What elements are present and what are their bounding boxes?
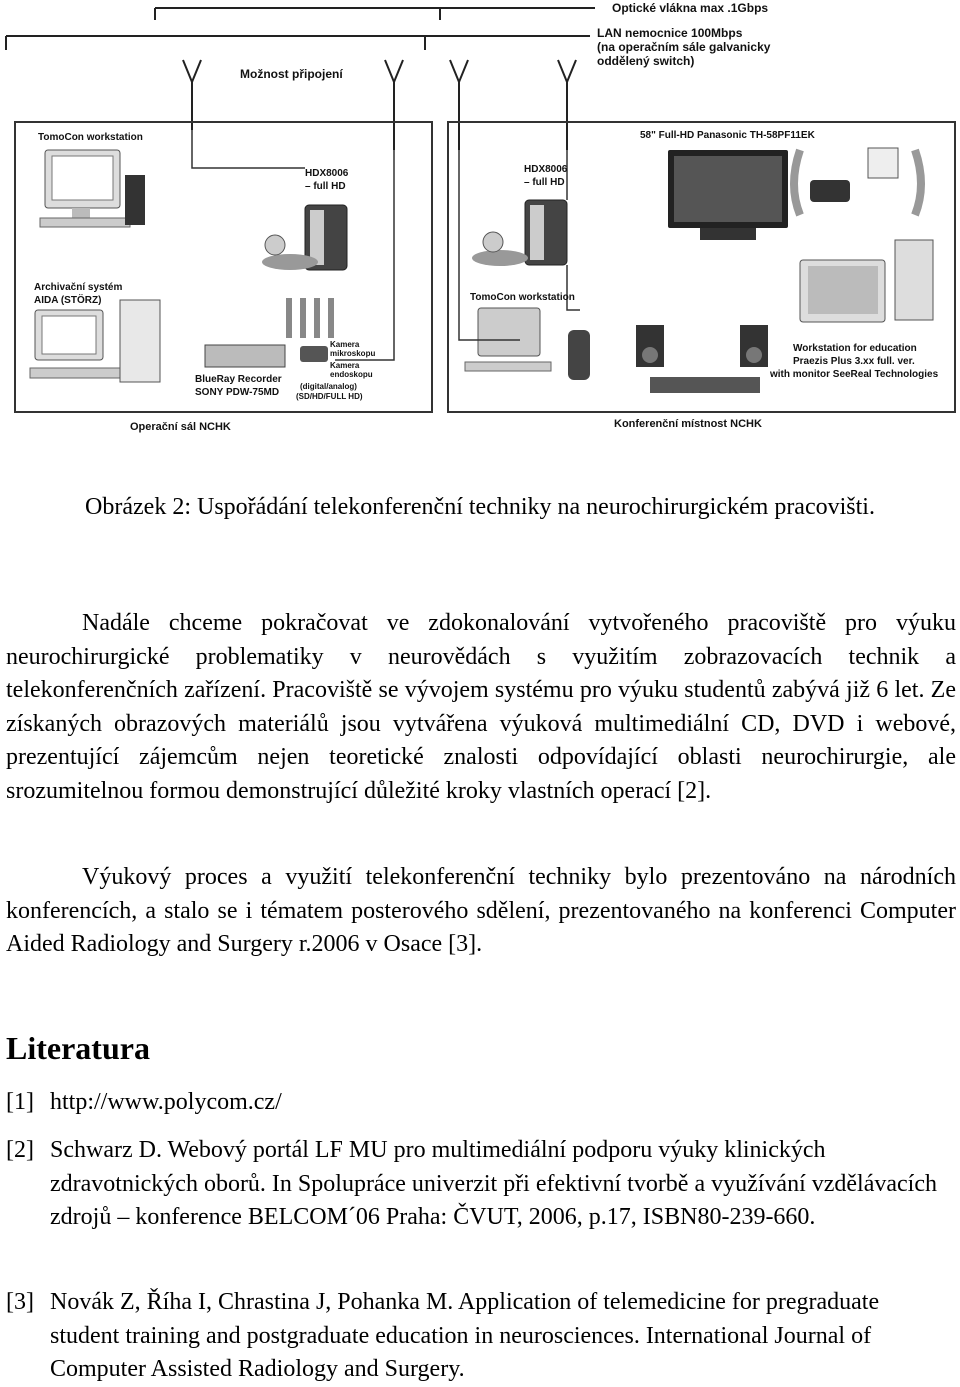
label-tomocon-right: TomoCon workstation (470, 292, 575, 303)
label-mistnost: Konferenční místnost NCHK (614, 418, 762, 430)
reference-text: Novák Z, Říha I, Chrastina J, Pohanka M.… (50, 1289, 880, 1382)
reference-number: [2] (6, 1137, 34, 1163)
label-lan-2: (na operačním sále galvanicky (597, 40, 771, 54)
label-kamera-m-1: Kamera (330, 340, 360, 349)
reference-item-3: [3] Novák Z, Říha I, Chrastina J, Pohank… (6, 1286, 946, 1387)
network-lines (5, 7, 595, 150)
paragraph-2: Výukový proces a využití telekonferenční… (6, 864, 956, 957)
devices-right (464, 147, 934, 393)
label-panasonic: 58" Full-HD Panasonic TH-58PF11EK (640, 130, 816, 141)
label-archiv-2: AIDA (STÖRZ) (34, 293, 101, 306)
reference-item-2: [2] Schwarz D. Webový portál LF MU pro m… (6, 1134, 946, 1235)
label-lan-1: LAN nemocnice 100Mbps (597, 26, 743, 40)
reference-text: Schwarz D. Webový portál LF MU pro multi… (50, 1137, 938, 1230)
label-edu-2: Praezis Plus 3.xx full. ver. (793, 356, 915, 367)
label-kamera-m-2: mikroskopu (330, 349, 375, 358)
label-digital-2: (SD/HD/FULL HD) (296, 392, 363, 401)
reference-text: http://www.polycom.cz/ (50, 1089, 282, 1115)
label-edu-3: with monitor SeeReal Technologies (769, 369, 939, 380)
label-hdx-left-2: – full HD (305, 181, 346, 192)
label-blueray-1: BlueRay Recorder (195, 374, 282, 385)
label-lan-3: oddělený switch) (597, 54, 694, 68)
device-cables (191, 130, 580, 361)
setup-diagram: Optické vlákna max .1Gbps LAN nemocnice … (5, 1, 956, 433)
label-moznost: Možnost připojení (240, 67, 343, 81)
label-blueray-2: SONY PDW-75MD (195, 387, 279, 398)
operating-room-box (14, 121, 433, 413)
reference-number: [1] (6, 1089, 34, 1115)
label-kamera-e-1: Kamera (330, 361, 360, 370)
devices-left (29, 149, 348, 383)
label-edu-1: Workstation for education (793, 343, 917, 354)
figure-caption: Obrázek 2: Uspořádání telekonferenční te… (85, 494, 875, 520)
label-kamera-e-2: endoskopu (330, 370, 373, 379)
references-heading: Literatura (6, 1030, 150, 1066)
label-sal: Operační sál NCHK (130, 421, 231, 433)
reference-item-1: [1] http://www.polycom.cz/ (6, 1086, 946, 1120)
label-hdx-left-1: HDX8006 (305, 168, 349, 179)
label-hdx-right-1: HDX8006 (524, 164, 568, 175)
reference-number: [3] (6, 1289, 34, 1315)
conference-room-box (447, 121, 956, 413)
label-tomocon-left: TomoCon workstation (38, 132, 143, 143)
label-fiber: Optické vlákna max .1Gbps (612, 1, 768, 15)
label-archiv-1: Archivační systém (34, 282, 122, 293)
label-hdx-right-2: – full HD (524, 177, 565, 188)
label-digital-1: (digital/analog) (300, 382, 357, 391)
paragraph-1: Nadále chceme pokračovat ve zdokonalován… (6, 610, 956, 804)
